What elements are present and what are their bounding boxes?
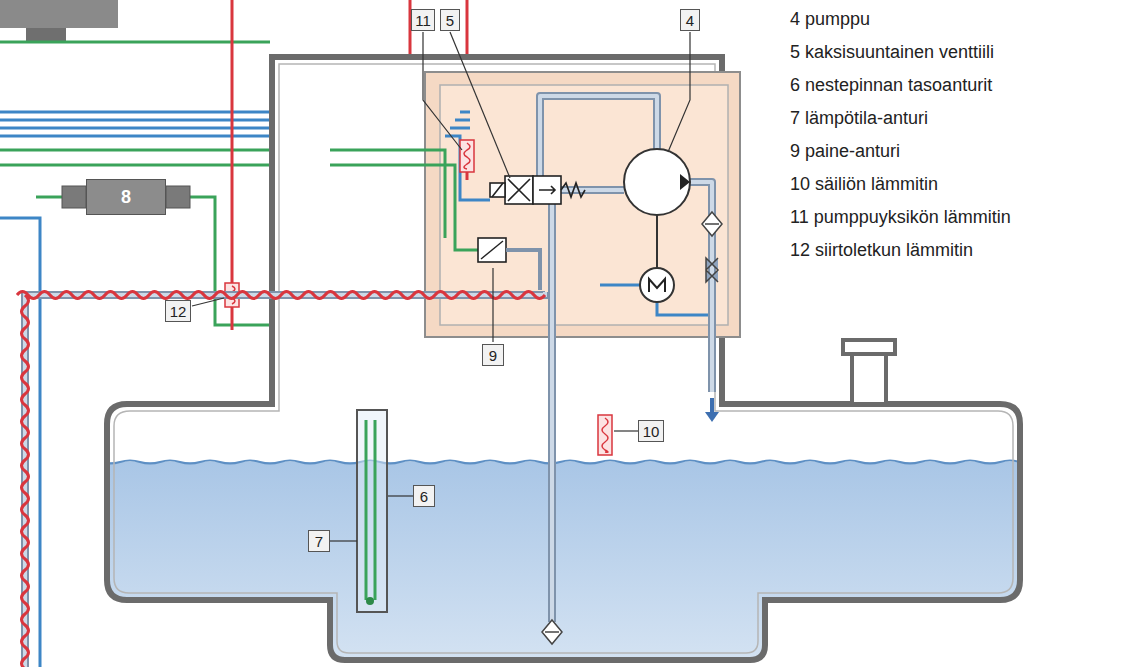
heated-hose (17, 292, 545, 667)
callout-number: 12 (165, 300, 191, 322)
filler-neck (843, 340, 895, 404)
callout-text: 10 (643, 424, 660, 439)
callout-text: 8 (121, 187, 131, 208)
sensor-box: 8 (86, 179, 166, 215)
callout-text: 6 (420, 489, 428, 504)
key-entry: 7 lämpötila-anturi (790, 109, 928, 127)
sensor-flange (62, 186, 190, 208)
callout-number: 9 (482, 344, 504, 366)
pump-symbol (624, 149, 690, 302)
key-entry: 12 siirtoletkun lämmitin (790, 241, 973, 259)
tank-outline (107, 57, 1020, 660)
callout-number: 6 (413, 485, 435, 507)
callout-text: 5 (446, 13, 454, 28)
level-sensor (357, 410, 387, 612)
key-entry: 5 kaksisuuntainen venttiili (790, 43, 994, 61)
callout-text: 11 (415, 13, 431, 28)
callout-text: 4 (686, 13, 694, 28)
key-entry: 6 nestepinnan tasoanturit (790, 76, 992, 94)
callout-number: 7 (308, 530, 330, 552)
pressure-sensor (478, 238, 540, 290)
key-entry: 10 säiliön lämmitin (790, 175, 938, 193)
key-entry: 4 pumppu (790, 10, 870, 28)
callout-number: 4 (680, 9, 700, 31)
key-entry: 9 paine-anturi (790, 142, 900, 160)
pipes (540, 96, 719, 622)
leader-lines (192, 32, 690, 541)
callout-text: 7 (315, 534, 323, 549)
callout-number: 10 (638, 420, 664, 442)
callout-number: 11 (411, 9, 435, 31)
key-entry: 11 pumppuyksikön lämmitin (790, 208, 1011, 226)
filter (542, 212, 722, 644)
liquid (100, 461, 1040, 667)
callout-text: 12 (170, 304, 187, 319)
tank-inner-wall (114, 64, 1013, 653)
callout-number: 5 (440, 9, 460, 31)
control-unit (0, 0, 118, 42)
valve-symbol (490, 176, 585, 204)
callout-text: 9 (489, 348, 497, 363)
pump-unit-inner (440, 85, 728, 325)
